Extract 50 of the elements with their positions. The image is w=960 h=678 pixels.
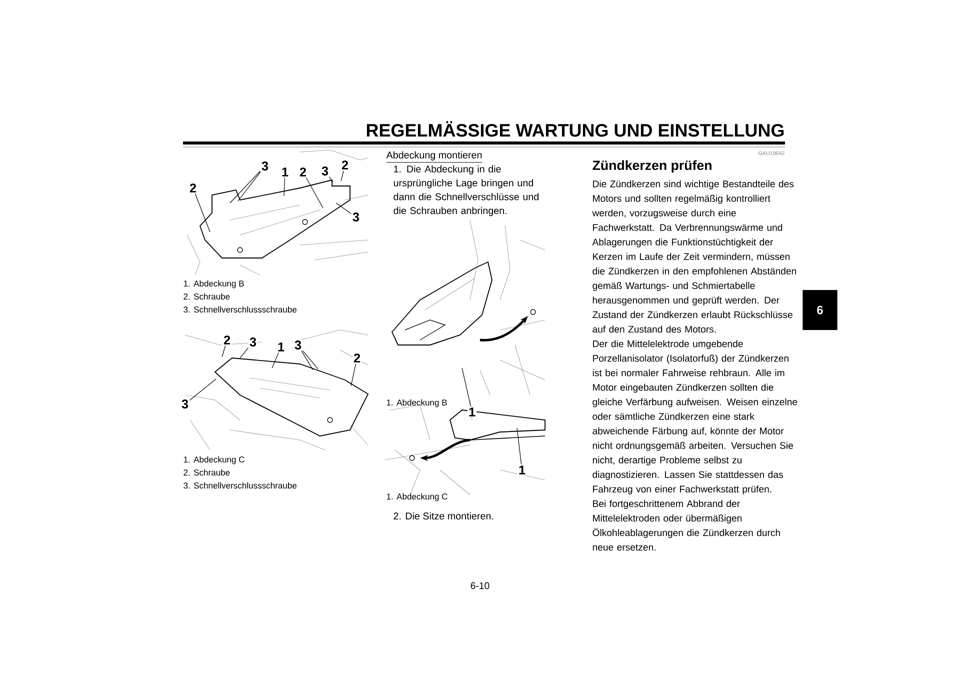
callout-number: 3 — [293, 339, 303, 351]
leader-line — [516, 428, 522, 465]
leader-line — [190, 378, 216, 400]
callout-number: 1 — [276, 342, 286, 352]
step-text: 1. Die Abdeckung in die ursprüngliche Lage bringen und dann die Schnellverschlüsse und die Schrauben anbringen. — [394, 165, 538, 216]
leader-line — [284, 177, 286, 196]
leader-line — [462, 368, 471, 407]
page-number: 6-10 — [470, 582, 490, 590]
callout-number: 3 — [248, 336, 258, 348]
callout-number: 3 — [320, 165, 330, 177]
legend-item: 3. Schnellverschlussschraube — [184, 482, 297, 489]
leader-line — [272, 352, 279, 368]
leader-line — [301, 350, 314, 370]
section-heading: Abdeckung montieren — [386, 151, 483, 163]
paragraph: Der die Mittelelektrode umgebende Porzellanisolator (Isolatorfuß) der Zündkerzen ist bei normaler Fahrweise rehbraun. Alle im Motor eingebauten Zündkerzen sollten die gleiche Verfärbung aufweisen. Weisen einzelne oder sämtliche Zündkerzen eine stark abweichende Färbung auf, könnte der Motor nicht ordnungsgemäß arbeiten. Versuchen Sie nicht, derartige Probleme selbst zu diagnostizieren. Lassen Sie stattdessen das Fahrzeug von einer Fachwerkstatt prüfen. — [592, 340, 798, 494]
leader-line — [306, 177, 324, 208]
callout-number: 1 — [517, 464, 527, 476]
legend-item: 1. Abdeckung B — [184, 280, 244, 288]
paragraph: Die Zündkerzen sind wichtige Bestandteile des Motors und sollten regelmäßig kontrolliert werden, vorzugsweise durch eine Fachwerkstatt. Da Verbrennungswärme und Ablagerungen die Funktionstüchtigkeit der Kerzen im Laufe der Zeit vermindern, müssen die Zündkerzen in den empfohlenen Abständen gemäß Wartungs- und Schmiertabelle herausgenommen und geprüft werden. Der Zustand der Zündkerzen erlaubt Rückschlüsse auf den Zustand des Motors. — [592, 180, 796, 333]
callout-number: 2 — [340, 160, 350, 170]
paragraph: Bei fortgeschrittenem Abbrand der Mittelelektroden oder übermäßigen Ölkohleablagerungen die Zündkerzen durch neue ersetzen. — [592, 500, 780, 551]
callout-number: 2 — [188, 182, 198, 194]
step-text: 2. Die Sitze montieren. — [394, 512, 494, 520]
leader-line — [350, 363, 356, 386]
figure-caption: 1. Abdeckung B — [386, 399, 447, 408]
callout-number: 3 — [351, 211, 361, 223]
leader-line — [340, 170, 344, 182]
page-title: REGELMÄSSIGE WARTUNG UND EINSTELLUNG — [366, 121, 784, 137]
leader-line — [336, 202, 352, 214]
leader-line — [222, 345, 226, 358]
legend-item: 2. Schraube — [184, 469, 230, 476]
callout-number: 2 — [298, 166, 308, 178]
chapter-tab: 6 — [802, 290, 838, 330]
callout-number: 2 — [352, 352, 362, 364]
callout-number: 3 — [180, 398, 190, 410]
legend-item: 3. Schnellverschlussschraube — [184, 306, 297, 313]
leader-line — [302, 350, 318, 370]
legend-item: 2. Schraube — [184, 293, 230, 300]
leader-line — [194, 193, 210, 232]
leader-line — [230, 170, 260, 204]
figure-caption: 1. Abdeckung C — [386, 493, 448, 502]
callout-number: 3 — [260, 160, 270, 172]
legend-item: 1. Abdeckung C — [184, 456, 244, 464]
callout-number: 2 — [222, 334, 232, 346]
callout-number: 1 — [467, 406, 477, 418]
section-heading: Zündkerzen prüfen — [592, 160, 712, 173]
callout-number: 1 — [280, 166, 290, 178]
leader-line — [238, 172, 261, 202]
leader-line — [240, 348, 249, 358]
leader-line — [328, 176, 334, 182]
